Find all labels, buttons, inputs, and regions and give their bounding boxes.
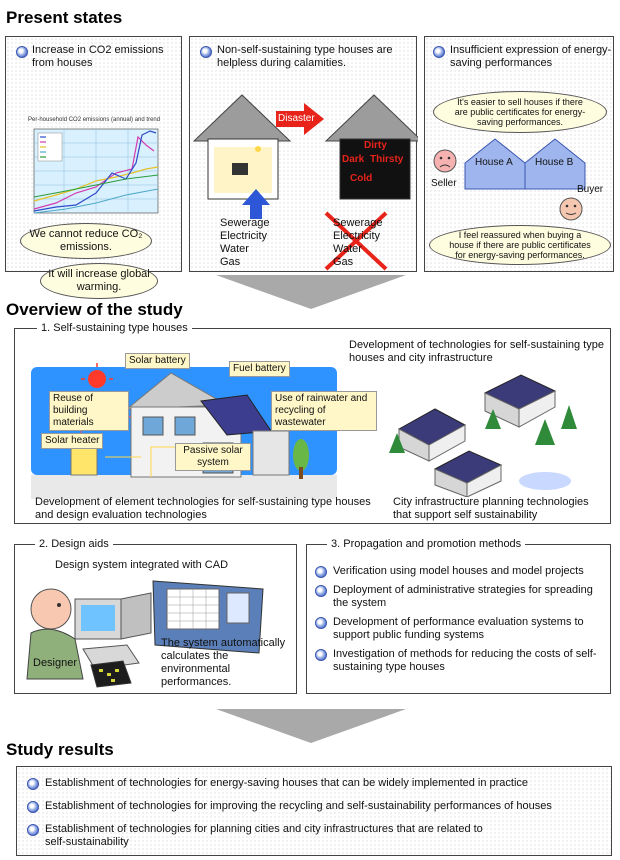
- results-list: Establishment of technologies for energy…: [27, 777, 607, 849]
- seller-label: Seller: [431, 178, 457, 189]
- bubble-cannot-reduce: We cannot reduce CO₂ emissions.: [20, 223, 152, 259]
- city-tech-caption: City infrastructure planning technologie…: [393, 496, 589, 521]
- utility-item: Sewerage: [220, 217, 270, 229]
- panel-title: Increase in CO2 emissions from houses: [32, 44, 164, 69]
- buyer-bubble: I feel reassured when buying a house if …: [429, 225, 611, 265]
- utility-item: Water: [333, 243, 362, 255]
- system-description: The system automatically calculates the …: [161, 637, 286, 688]
- utility-item: Water: [220, 243, 249, 255]
- disaster-label: Disaster: [278, 113, 315, 124]
- bullet-icon: [16, 46, 28, 58]
- buyer-label: Buyer: [577, 184, 604, 195]
- house-comparison-illustration: [433, 138, 586, 221]
- seller-bubble: It's easier to sell houses if there are …: [433, 91, 607, 133]
- bullet-icon: [315, 649, 327, 661]
- label-rainwater: Use of rainwater and recycling of wastew…: [271, 391, 377, 431]
- present-panel-co2: Increase in CO2 emissions from houses Pe…: [5, 36, 182, 299]
- condition-dark: Dark: [342, 154, 365, 165]
- bullet-icon: [315, 617, 327, 629]
- present-panel-calamities: Non-self-sustaining type houses are help…: [189, 36, 418, 272]
- section-title: 2. Design aids: [35, 538, 113, 551]
- list-item: Deployment of administrative strategies …: [315, 584, 607, 610]
- list-item-text: Development of performance evaluation sy…: [333, 616, 584, 641]
- designer-cad-illustration: [26, 580, 264, 688]
- co2-line-chart: [33, 128, 159, 214]
- results-heading: Study results: [6, 740, 114, 759]
- bubble-global-warming: It will increase global warming.: [40, 263, 158, 299]
- label-solar-heater: Solar heater: [41, 433, 104, 449]
- list-item: Verification using model houses and mode…: [315, 565, 607, 578]
- bubble-text: I feel reassured when buying a house if …: [449, 230, 591, 260]
- chart-caption: Per-household CO2 emissions (annual) and…: [28, 117, 161, 123]
- list-item-text: Verification using model houses and mode…: [333, 565, 584, 577]
- propagation-list: Verification using model houses and mode…: [315, 565, 607, 674]
- house-a-label: House A: [475, 157, 513, 168]
- present-panel-expression: Insufficient expression of energy-saving…: [424, 36, 614, 272]
- utility-item: Sewerage: [333, 217, 383, 229]
- section-design-aids: 2. Design aids Design system integrated …: [14, 538, 297, 694]
- condition-thirsty: Thirsty: [370, 154, 404, 165]
- calamity-houses-illustration: [192, 94, 418, 271]
- bullet-icon: [433, 46, 445, 58]
- overview-heading: Overview of the study: [6, 300, 183, 319]
- list-item: Establishment of technologies for planni…: [27, 823, 607, 849]
- utility-item: Gas: [220, 256, 241, 268]
- label-reuse-materials: Reuse of building materials: [49, 391, 129, 431]
- list-item: Development of performance evaluation sy…: [315, 616, 607, 642]
- bullet-icon: [27, 778, 39, 790]
- label-passive-solar: Passive solar system: [175, 443, 251, 471]
- bullet-icon: [200, 46, 212, 58]
- list-item-text: Investigation of methods for reducing th…: [333, 648, 597, 673]
- designer-label: Designer: [33, 657, 78, 669]
- utility-list-right: Sewerage Electricity Water Gas: [333, 217, 383, 269]
- utility-item: Electricity: [333, 230, 381, 242]
- bubble-text: We cannot reduce CO₂ emissions.: [29, 228, 143, 253]
- panel-title: Non-self-sustaining type houses are help…: [217, 44, 393, 69]
- section-title: 1. Self-sustaining type houses: [37, 322, 192, 335]
- results-panel: Establishment of technologies for energy…: [16, 766, 612, 856]
- section-self-sustaining: 1. Self-sustaining type houses Solar bat…: [14, 322, 611, 524]
- panel-title: Insufficient expression of energy-saving…: [450, 44, 612, 69]
- condition-dirty: Dirty: [364, 140, 387, 151]
- list-item-text: Deployment of administrative strategies …: [333, 584, 593, 609]
- list-item-text: Establishment of technologies for improv…: [45, 800, 552, 812]
- label-fuel-battery: Fuel battery: [229, 361, 290, 377]
- utility-list-left: Sewerage Electricity Water Gas: [220, 217, 270, 269]
- element-tech-caption: Development of element technologies for …: [35, 496, 371, 521]
- bullet-icon: [27, 801, 39, 813]
- list-item: Establishment of technologies for improv…: [27, 800, 607, 813]
- bullet-icon: [315, 585, 327, 597]
- list-item-text: Establishment of technologies for planni…: [45, 823, 483, 848]
- section-propagation: 3. Propagation and promotion methods Ver…: [306, 538, 611, 694]
- utility-item: Electricity: [220, 230, 268, 242]
- design-subtitle: Design system integrated with CAD: [55, 559, 229, 571]
- bullet-icon: [27, 824, 39, 836]
- bubble-text: It will increase global warming.: [48, 268, 150, 293]
- house-b-label: House B: [535, 157, 574, 168]
- down-arrow-2: [216, 709, 406, 743]
- condition-cold: Cold: [350, 173, 373, 184]
- bullet-icon: [315, 566, 327, 578]
- tech-title: Development of technologies for self-sus…: [349, 339, 604, 364]
- bubble-text: It's easier to sell houses if there are …: [454, 97, 586, 127]
- list-item-text: Establishment of technologies for energy…: [45, 777, 529, 789]
- present-heading: Present states: [6, 8, 123, 27]
- section-title: 3. Propagation and promotion methods: [327, 538, 526, 551]
- list-item: Establishment of technologies for energy…: [27, 777, 607, 790]
- city-infrastructure-illustration: [389, 374, 577, 497]
- utility-item: Gas: [333, 256, 354, 268]
- label-solar-battery: Solar battery: [125, 353, 190, 369]
- list-item: Investigation of methods for reducing th…: [315, 648, 607, 674]
- down-arrow-1: [216, 275, 406, 309]
